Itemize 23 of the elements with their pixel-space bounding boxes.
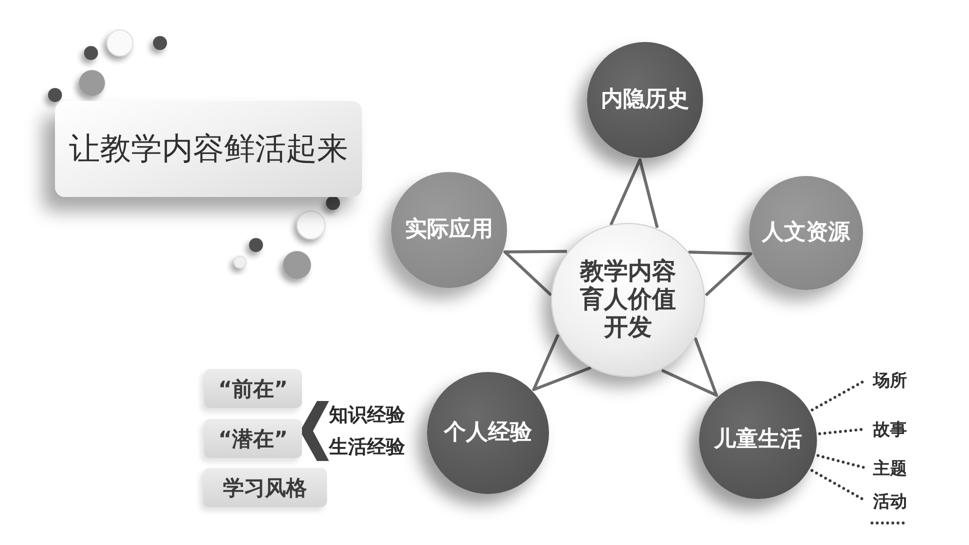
dotted-line (816, 454, 868, 470)
topic-label: 人文资源 (762, 220, 850, 246)
tag-panel (204, 419, 302, 458)
branch-label: 主题 (868, 457, 914, 479)
tag-label: 学习风格 (223, 474, 307, 502)
tag-label: “前在” (218, 376, 288, 402)
experience-label: 知识经验 (329, 404, 405, 427)
topic-label: 儿童生活 (714, 426, 802, 454)
star-spike (661, 337, 718, 397)
tag-panel (204, 369, 302, 408)
topic-label: 个人经验 (444, 420, 532, 446)
topic-label: 内隐历史 (601, 86, 689, 114)
experience-label: 生活经验 (329, 436, 405, 459)
tag-label: “潜在” (218, 426, 288, 452)
star-spike (503, 250, 567, 296)
branch-label: 场所 (868, 369, 914, 391)
tag-panel (203, 468, 327, 507)
topic-label: 实际应用 (405, 216, 493, 244)
branch-label: 故事 (868, 418, 914, 440)
title-text: 让教学内容鲜活起来 (69, 130, 348, 169)
star-spike (532, 334, 592, 392)
branch-label: 活动 (868, 490, 914, 512)
center-label: 教学内容育人价值开发 (578, 258, 677, 342)
